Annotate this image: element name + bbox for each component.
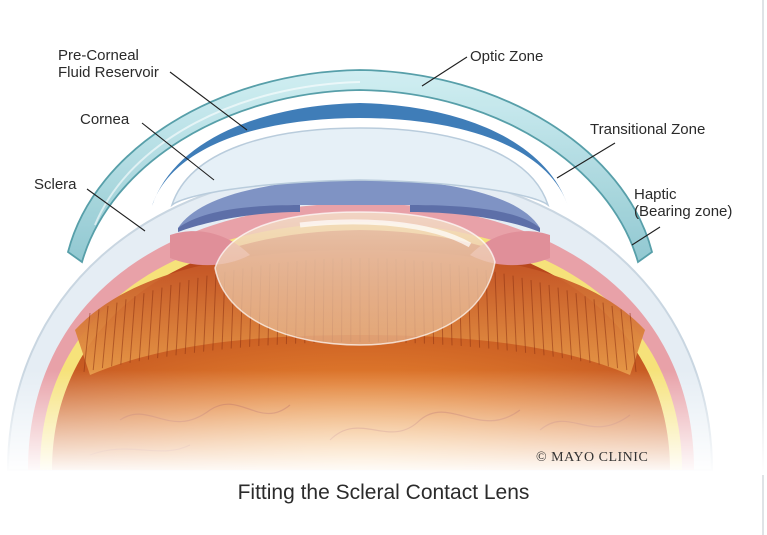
muscle-striation — [539, 282, 545, 356]
muscle-striation — [548, 284, 554, 357]
muscle-striation — [193, 277, 199, 353]
leader-haptic — [631, 226, 661, 246]
muscle-striation — [138, 293, 145, 362]
muscle-striation — [611, 305, 619, 369]
label-haptic-line2: (Bearing zone) — [634, 203, 732, 220]
muscle-striation — [584, 296, 591, 363]
muscle-striation — [566, 290, 573, 360]
muscle-striation — [629, 312, 637, 373]
label-cornea: Cornea — [80, 111, 130, 128]
muscle-striation — [512, 275, 517, 352]
muscle-striation — [147, 290, 154, 360]
copyright-credit: © MAYO CLINIC — [536, 450, 648, 465]
label-haptic-line1: Haptic — [634, 186, 677, 203]
leader-transitional-zone — [556, 142, 616, 179]
muscle-striation — [83, 312, 91, 373]
iris — [178, 178, 540, 232]
muscle-striation — [129, 296, 136, 363]
leader-optic-zone — [421, 56, 468, 87]
muscle-striation — [101, 305, 109, 369]
label-sclera: Sclera — [34, 176, 77, 193]
muscle-striation — [92, 309, 100, 371]
label-pre-corneal-line2: Fluid Reservoir — [58, 64, 159, 81]
muscle-striation — [111, 302, 118, 367]
muscle-striation — [203, 275, 208, 352]
label-optic-zone: Optic Zone — [470, 48, 543, 65]
muscle-striation — [602, 302, 609, 367]
fluid-reservoir — [152, 103, 568, 206]
muscle-striation — [503, 273, 508, 351]
muscle-striation — [212, 273, 217, 351]
leader-cornea — [141, 122, 215, 181]
label-pre-corneal-line1: Pre-Corneal — [58, 47, 139, 64]
right-border — [762, 0, 764, 535]
bottom-fade — [0, 370, 767, 475]
muscle-striation — [575, 293, 582, 362]
figure-caption: Fitting the Scleral Contact Lens — [237, 481, 530, 504]
leader-pre-corneal — [169, 71, 248, 131]
muscle-striation — [530, 280, 536, 355]
cornea — [170, 127, 550, 208]
muscle-striation — [157, 287, 163, 359]
muscle-striation — [620, 309, 628, 371]
muscle-striation — [521, 277, 527, 353]
crystalline-lens — [214, 211, 496, 346]
muscle-striation — [166, 284, 172, 357]
muscle-striation — [184, 280, 190, 355]
muscle-striation — [593, 299, 600, 365]
muscle-striation — [557, 287, 563, 359]
label-transitional-zone: Transitional Zone — [590, 121, 705, 138]
muscle-striation — [175, 282, 181, 356]
muscle-striation — [120, 299, 127, 365]
muscle-striation — [494, 271, 499, 350]
leader-sclera — [86, 188, 146, 232]
